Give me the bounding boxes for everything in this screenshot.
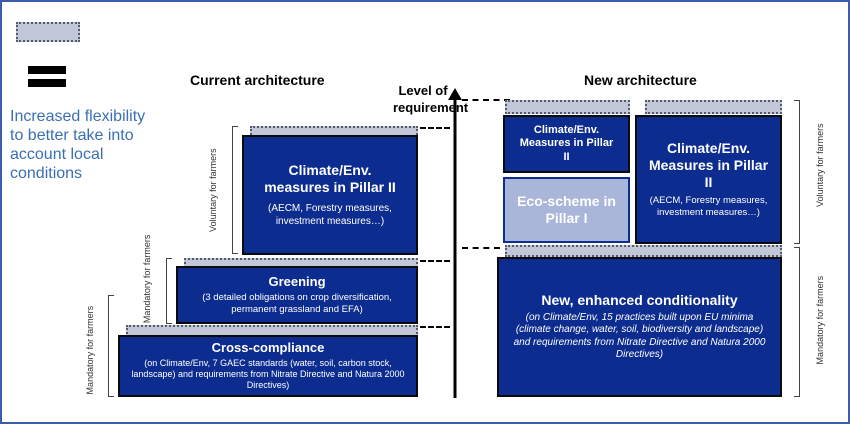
level-line-top-left — [420, 127, 450, 129]
greening-title: Greening — [268, 273, 326, 289]
pillar2-title: Climate/Env. measures in Pillar II — [264, 161, 396, 195]
conditionality-title: New, enhanced conditionality — [541, 292, 738, 309]
small-pillar2-box: Climate/Env. Measures in Pillar II — [503, 115, 630, 173]
big-pillar2-subtitle: (AECM, Forestry measures, investment mea… — [649, 194, 768, 218]
greening-subtitle: (3 detailed obligations on crop diversif… — [202, 292, 392, 316]
small-pillar2-flex-band — [505, 100, 630, 114]
voluntary-label-new: Voluntary for farmers — [814, 123, 825, 207]
pillar2-measures-box: Climate/Env. measures in Pillar II (AECM… — [242, 135, 418, 255]
mandatory-brace-right — [794, 247, 800, 397]
level-line-top-right — [462, 99, 510, 101]
cross-compliance-subtitle: (on Climate/Env, 7 GAEC standards (water… — [131, 357, 405, 391]
mandatory-brace-cross — [108, 295, 114, 397]
level-line-low-left — [420, 326, 450, 328]
flexibility-legend-text: Increased flexibility to better take int… — [10, 108, 146, 182]
conditionality-flex-band — [505, 245, 782, 257]
mandatory-brace-greening — [166, 258, 172, 324]
big-pillar2-box: Climate/Env. Measures in Pillar II (AECM… — [635, 115, 782, 244]
new-architecture-title: New architecture — [584, 72, 697, 88]
level-line-mid-left — [420, 260, 450, 262]
current-architecture-title: Current architecture — [190, 72, 325, 88]
level-line-mid-right — [462, 247, 500, 249]
conditionality-box: New, enhanced conditionality (on Climate… — [497, 257, 782, 397]
mandatory-label-greening-text: Mandatory for farmers — [141, 234, 152, 324]
eco-scheme-box: Eco-scheme in Pillar I — [503, 177, 630, 243]
mandatory-label-new: Mandatory for farmers — [814, 275, 825, 365]
mandatory-label-greening: Mandatory for farmers — [142, 235, 152, 324]
greening-box: Greening (3 detailed obligations on crop… — [176, 266, 418, 324]
requirement-axis-arrow — [448, 88, 462, 398]
cross-compliance-title: Cross-compliance — [211, 340, 325, 356]
mandatory-label-cross: Mandatory for farmers — [84, 305, 95, 395]
voluntary-brace-right — [794, 100, 800, 244]
dotted-band-swatch-icon — [16, 22, 80, 42]
voluntary-brace-left — [232, 126, 238, 254]
axis-label: Level of requirement — [393, 83, 469, 115]
big-pillar2-flex-band — [645, 100, 782, 114]
equals-sign-icon — [28, 66, 66, 88]
small-pillar2-title: Climate/Env. Measures in Pillar II — [519, 124, 614, 163]
conditionality-subtitle: (on Climate/Env, 15 practices built upon… — [513, 311, 766, 361]
big-pillar2-title: Climate/Env. Measures in Pillar II — [648, 140, 769, 191]
cross-compliance-box: Cross-compliance (on Climate/Env, 7 GAEC… — [118, 335, 418, 397]
pillar2-subtitle: (AECM, Forestry measures, investment mea… — [268, 203, 392, 227]
eco-scheme-title: Eco-scheme in Pillar I — [517, 193, 616, 226]
voluntary-label-current: Voluntary for farmers — [207, 148, 218, 232]
